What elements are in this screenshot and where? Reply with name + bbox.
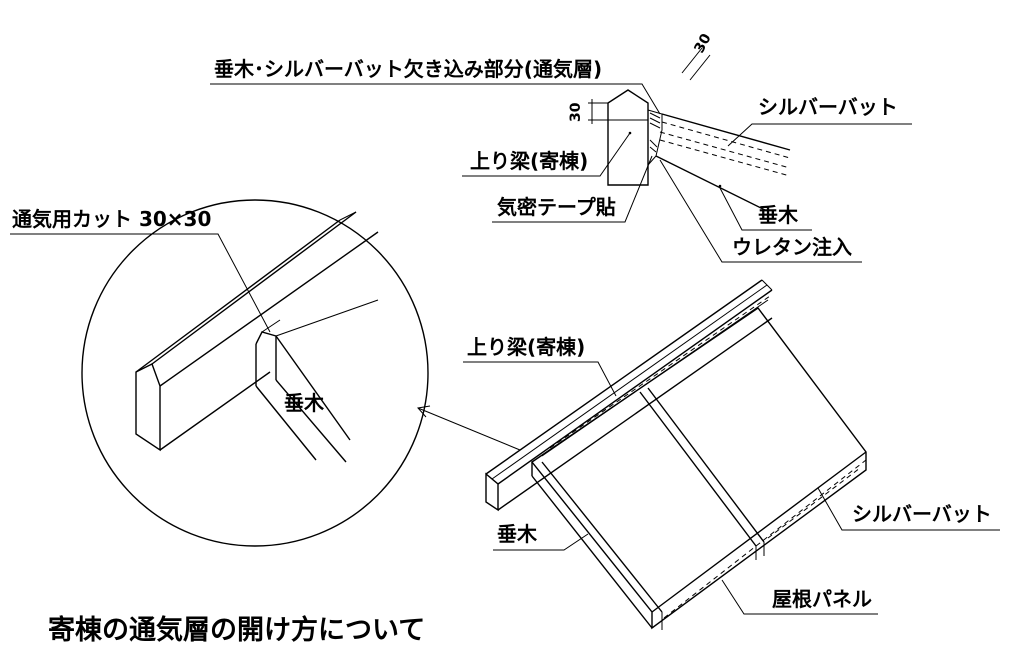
svg-text:30: 30: [691, 31, 714, 56]
label-notch: 垂木･シルバーバット欠き込み部分(通気層): [214, 57, 602, 81]
label-ridge-beam-section: 上り梁(寄棟): [470, 149, 588, 173]
roof-panel-outline: [530, 295, 867, 630]
label-roof-panel: 屋根パネル: [772, 587, 872, 611]
label-rafter-magnified: 垂木: [284, 391, 325, 415]
page-title: 寄棟の通気層の開け方について: [48, 614, 425, 646]
magnified-ridge-beam: [135, 211, 379, 452]
leader-ridge-beam-section: [462, 132, 631, 177]
leader-airtight-tape: [492, 155, 653, 223]
label-silver-batt-section: シルバーバット: [758, 95, 898, 119]
leader-silver-batt-section: [727, 123, 912, 147]
rafter-section: [655, 113, 791, 211]
ridge-beam-section: [607, 89, 649, 186]
leader-vent-cut: [10, 233, 271, 333]
magnifier-circle: [81, 199, 429, 547]
label-vent-cut: 通気用カット 30×30: [12, 207, 211, 231]
label-silver-batt-roof: シルバーバット: [852, 502, 992, 526]
roof-view: 上り梁(寄棟) 垂木 シルバーバット 屋根パネル: [463, 279, 1000, 630]
magnified-detail: 通気用カット 30×30 垂木: [10, 199, 521, 547]
leader-notch: [210, 83, 661, 115]
label-airtight-tape: 気密テープ貼: [497, 195, 616, 219]
leader-rafter-section: [719, 187, 812, 231]
dimension-side: 30: [568, 99, 608, 124]
label-ridge-beam-roof: 上り梁(寄棟): [467, 335, 585, 359]
leader-silver-batt-roof: [817, 487, 1000, 531]
label-urethane: ウレタン注入: [732, 235, 852, 259]
label-rafter-roof: 垂木: [497, 522, 538, 546]
dimension-top: 30: [681, 31, 715, 81]
roof-ridge-beam: [485, 279, 773, 512]
leader-urethane: [659, 159, 862, 263]
section-detail: 30 30 垂木･シルバーバット欠き込み部分(通気層) シルバーバット 上り梁(…: [210, 31, 912, 263]
magnified-rafter: [255, 299, 379, 463]
label-rafter-section: 垂木: [758, 203, 799, 227]
leader-ridge-beam-roof: [463, 361, 617, 397]
leader-rafter-roof: [493, 533, 589, 551]
leader-roof-panel: [721, 579, 878, 615]
magnify-arrow: [417, 405, 521, 451]
urethane-hatch: [647, 109, 663, 166]
svg-text:30: 30: [568, 102, 584, 122]
